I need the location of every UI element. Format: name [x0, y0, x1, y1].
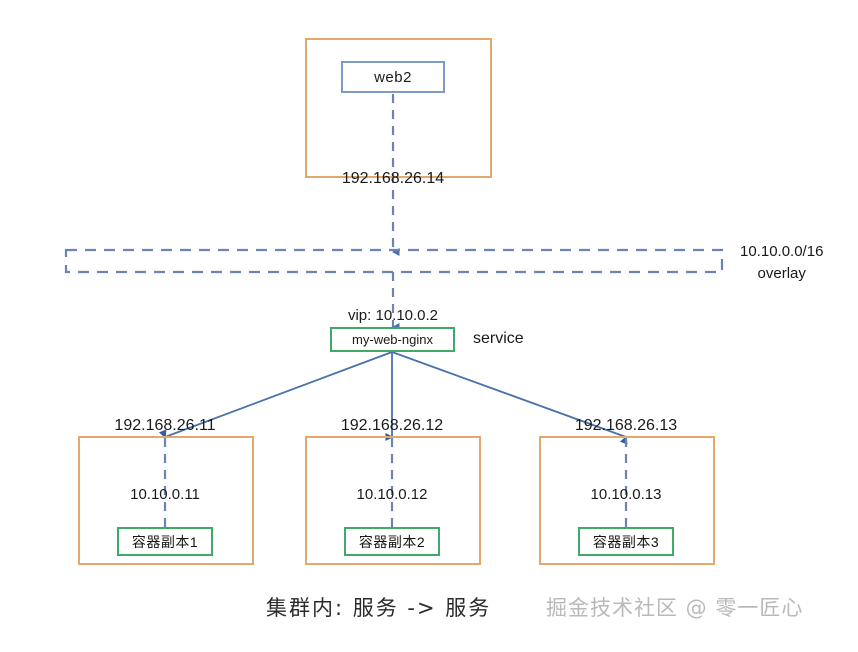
- overlay-network-label: 10.10.0.0/16 overlay: [740, 241, 823, 285]
- replica-box-2[interactable]: 容器副本2: [344, 527, 440, 556]
- overlay-kind-label: overlay: [757, 264, 806, 282]
- replica-box-3[interactable]: 容器副本3: [578, 527, 674, 556]
- host-box-2: [305, 436, 481, 565]
- web2-node-box[interactable]: web2: [341, 61, 445, 93]
- replica-3-label: 容器副本3: [592, 533, 660, 550]
- replica-box-1[interactable]: 容器副本1: [117, 527, 213, 556]
- watermark-label: 掘金技术社区 @ 零一匠心: [546, 596, 804, 620]
- host-3-container-ip-label: 10.10.0.13: [590, 486, 662, 503]
- client-host-ip-label: 192.168.26.14: [341, 170, 445, 187]
- service-type-label: service: [473, 330, 524, 347]
- service-box[interactable]: my-web-nginx: [330, 327, 455, 352]
- overlay-cidr-label: 10.10.0.0/16: [740, 243, 824, 260]
- replica-2-label: 容器副本2: [358, 533, 426, 550]
- host-1-ip-label: 192.168.26.11: [114, 417, 216, 434]
- overlay-network-band: [64, 248, 724, 274]
- host-2-ip-label: 192.168.26.12: [340, 417, 444, 434]
- host-1-container-ip-label: 10.10.0.11: [130, 486, 200, 503]
- replica-1-label: 容器副本1: [131, 533, 199, 550]
- link-service-to-host-3: [391, 351, 628, 445]
- host-3-ip-label: 192.168.26.13: [574, 417, 678, 434]
- service-name-label: my-web-nginx: [352, 332, 433, 347]
- host-2-container-ip-label: 10.10.0.12: [356, 486, 428, 503]
- host-box-1: [78, 436, 254, 565]
- link-service-to-host-1: [158, 351, 393, 439]
- service-vip-label: vip: 10.10.0.2: [347, 307, 439, 324]
- diagram-caption: 集群内: 服务 -> 服务: [266, 596, 492, 620]
- client-host-box: [305, 38, 492, 178]
- host-box-3: [539, 436, 715, 565]
- web2-node-label: web2: [374, 68, 412, 86]
